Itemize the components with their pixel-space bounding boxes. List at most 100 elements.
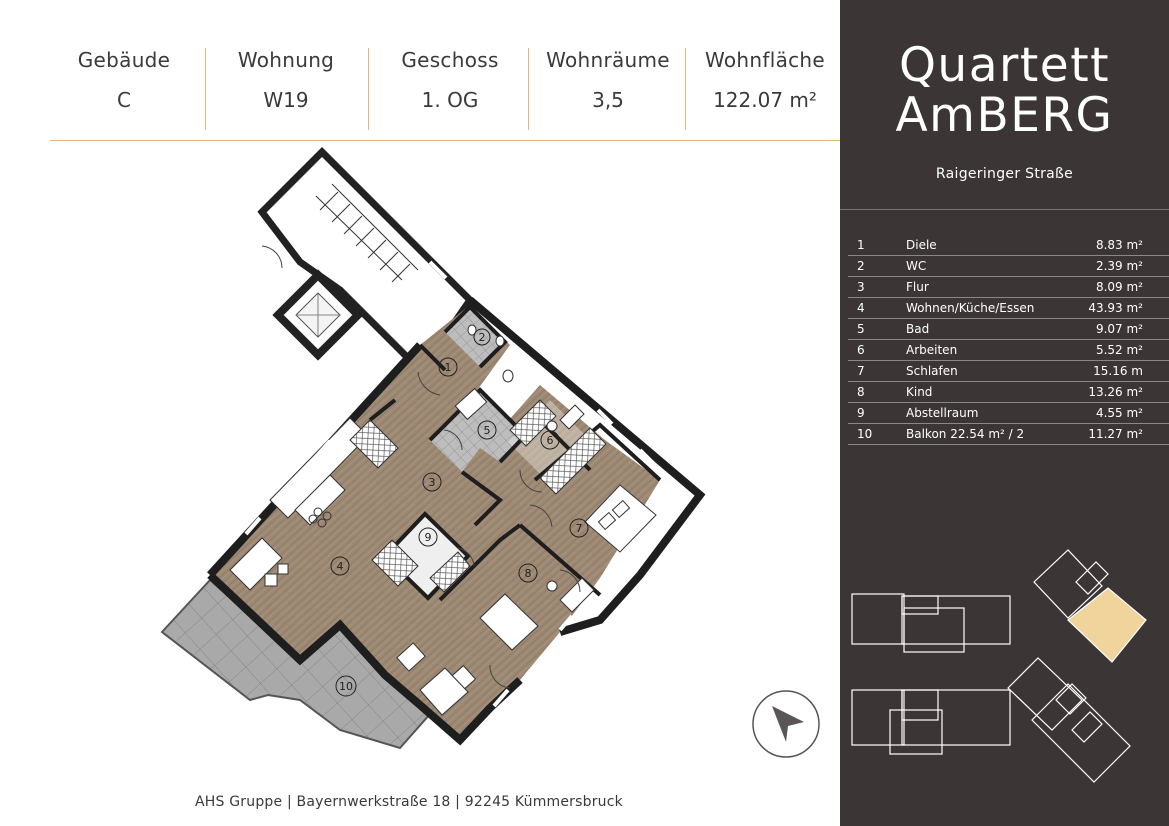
key-plan-bottom-left	[851, 689, 1011, 755]
room-number: 6	[857, 343, 865, 357]
room-label-3: 3	[422, 472, 442, 492]
doors	[417, 371, 581, 689]
room-area: 8.83 m²	[1095, 238, 1143, 252]
svg-text:9: 9	[425, 531, 432, 544]
brand-name-line2: AmBERG	[895, 88, 1114, 143]
room-number: 1	[857, 238, 865, 252]
furniture	[229, 324, 657, 716]
info-value: 3,5	[592, 88, 624, 112]
room-list: 1 Diele 8.83 m² 2 WC 2.39 m² 3 Flur 8.09 m² 4 W…	[848, 235, 1169, 445]
key-plan-top-right	[1033, 549, 1147, 663]
elevator-shaft	[272, 269, 364, 361]
room-label-7: 7	[569, 518, 589, 538]
svg-text:8: 8	[525, 567, 532, 580]
room-label-4: 4	[330, 556, 350, 576]
room-name: Bad	[906, 322, 930, 336]
key-plan-bottom-right	[1007, 657, 1131, 783]
svg-text:2: 2	[479, 331, 486, 344]
brand-name-line1: Quartett	[898, 38, 1111, 93]
room-number: 2	[857, 259, 865, 273]
room-name: WC	[906, 259, 927, 273]
room-labels: 1 2 3 4 5 6 7 8 9 10	[330, 328, 589, 697]
room-row: 8 Kind 13.26 m²	[848, 382, 1169, 403]
room-name: Balkon 22.54 m² / 2	[906, 427, 1025, 441]
info-label: Wohnfläche	[704, 48, 826, 72]
room-name: Diele	[906, 238, 937, 252]
room-row: 10 Balkon 22.54 m² / 2 11.27 m²	[848, 424, 1169, 445]
room-area: 9.07 m²	[1095, 322, 1143, 336]
room-number: 4	[857, 301, 865, 315]
room-area: 5.52 m²	[1095, 343, 1143, 357]
floorplan-sheet: Gebäude C Wohnung W19 Geschoss 1. OG Woh…	[50, 40, 840, 810]
room-label-5: 5	[477, 420, 497, 440]
room-name: Flur	[906, 280, 929, 294]
room-area: 43.93 m²	[1088, 301, 1143, 315]
column-divider	[368, 48, 369, 130]
wardrobes	[371, 399, 607, 593]
svg-text:7: 7	[576, 522, 583, 535]
room-name: Schlafen	[906, 364, 958, 378]
room-name: Arbeiten	[906, 343, 958, 357]
room-number: 7	[857, 364, 865, 378]
info-label: Wohnräume	[546, 48, 670, 72]
street-name: Raigeringer Straße	[935, 166, 1074, 182]
room-name: Kind	[906, 385, 933, 399]
divider	[840, 209, 1169, 210]
room-area: 2.39 m²	[1095, 259, 1143, 273]
kitchen-counter	[269, 417, 399, 528]
column-divider	[685, 48, 686, 130]
key-plan-top-left	[851, 593, 1011, 653]
room-label-8: 8	[518, 563, 538, 583]
column-divider	[205, 48, 206, 130]
room-label-10: 10	[335, 675, 357, 697]
room-row: 7 Schlafen 15.16 m	[848, 361, 1169, 382]
highlighted-apartment	[1067, 587, 1147, 663]
info-value: W19	[263, 88, 309, 112]
svg-text:4: 4	[337, 560, 344, 573]
info-area: Wohnfläche 122.07 m²	[690, 48, 840, 130]
column-divider	[528, 48, 529, 130]
room-area: 4.55 m²	[1095, 406, 1143, 420]
info-panel: Quartett AmBERG Raigeringer Straße 1 Diel…	[840, 0, 1169, 826]
info-apartment: Wohnung W19	[210, 48, 362, 130]
svg-text:10: 10	[339, 680, 353, 693]
room-row: 1 Diele 8.83 m²	[848, 235, 1169, 256]
company-footer: AHS Gruppe | Bayernwerkstraße 18 | 92245…	[195, 794, 623, 810]
room-area: 11.27 m²	[1088, 427, 1143, 441]
svg-text:1: 1	[445, 361, 452, 374]
info-label: Gebäude	[77, 48, 171, 72]
room-area: 13.26 m²	[1088, 385, 1143, 399]
svg-text:6: 6	[547, 434, 554, 447]
north-arrow-icon	[752, 690, 820, 758]
room-area: 15.16 m	[1093, 364, 1143, 378]
windows	[244, 260, 678, 708]
info-label: Wohnung	[237, 48, 335, 72]
info-rooms: Wohnräume 3,5	[533, 48, 683, 130]
room-number: 10	[857, 427, 873, 441]
room-row: 4 Wohnen/Küche/Essen 43.93 m²	[848, 298, 1169, 319]
svg-text:3: 3	[429, 476, 436, 489]
room-area: 8.09 m²	[1095, 280, 1143, 294]
room-row: 6 Arbeiten 5.52 m²	[848, 340, 1169, 361]
room-label-2: 2	[473, 328, 491, 346]
room-row: 3 Flur 8.09 m²	[848, 277, 1169, 298]
apartment-info-header: Gebäude C Wohnung W19 Geschoss 1. OG Woh…	[50, 40, 840, 141]
room-label-1: 1	[438, 357, 458, 377]
room-number: 5	[857, 322, 865, 336]
floor-plan: 1 2 3 4 5 6 7 8 9 10	[160, 147, 706, 750]
room-number: 3	[857, 280, 865, 294]
room-label-9: 9	[418, 527, 438, 547]
room-name: Wohnen/Küche/Essen	[906, 301, 1035, 315]
room-name: Abstellraum	[906, 406, 979, 420]
info-floor: Geschoss 1. OG	[375, 48, 525, 130]
room-label-6: 6	[540, 430, 560, 450]
room-row: 2 WC 2.39 m²	[848, 256, 1169, 277]
info-value: 1. OG	[421, 88, 479, 112]
room-number: 8	[857, 385, 865, 399]
room-row: 5 Bad 9.07 m²	[848, 319, 1169, 340]
key-plans	[851, 549, 1147, 783]
info-value: C	[117, 88, 131, 112]
info-building: Gebäude C	[50, 48, 198, 130]
svg-text:5: 5	[484, 424, 491, 437]
